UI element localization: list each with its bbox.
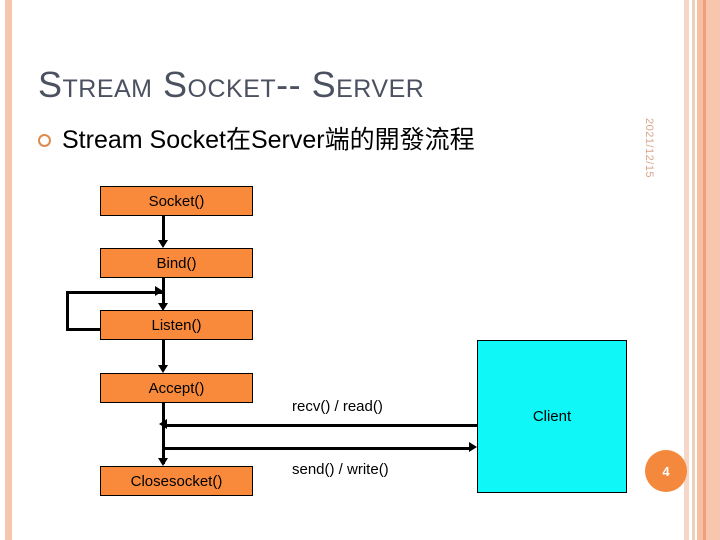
edge-listen-accept-arrowhead-icon <box>158 365 168 373</box>
edge-socket-bind-line <box>162 216 165 244</box>
right-accent-stripe-5 <box>706 0 720 540</box>
circle-outline-bullet-icon <box>38 134 51 147</box>
right-accent-stripe-3 <box>697 0 703 540</box>
right-accent-stripe-1 <box>684 0 689 540</box>
edge-bind-listen-arrowhead-icon <box>158 303 168 311</box>
right-accent-stripe-2 <box>692 0 695 540</box>
edge-accept-closesocket-line <box>162 403 165 464</box>
page-number-badge: 4 <box>645 450 687 492</box>
edge-listen-loop-left-line <box>66 291 69 331</box>
bullet-item: Stream Socket在Server端的開發流程 <box>38 128 475 153</box>
flow-node-bind[interactable]: Bind() <box>100 248 253 278</box>
slide-title: Stream Socket-- Server <box>38 64 425 105</box>
edge-listen-loop-top-line <box>66 291 163 294</box>
flow-node-closesocket[interactable]: Closesocket() <box>100 466 253 496</box>
flow-node-accept[interactable]: Accept() <box>100 373 253 403</box>
flow-node-listen[interactable]: Listen() <box>100 310 253 340</box>
flow-node-client-label: Client <box>532 408 572 425</box>
edge-recv-label: recv() / read() <box>292 398 383 415</box>
edge-listen-loop-arrowhead-icon <box>155 286 163 296</box>
flow-node-bind-label: Bind() <box>156 254 197 272</box>
edge-send-arrowhead-icon <box>469 442 477 452</box>
flow-node-closesocket-label: Closesocket() <box>130 472 223 490</box>
edge-accept-closesocket-arrowhead-icon <box>158 458 168 466</box>
left-accent-stripe <box>5 0 12 540</box>
edge-listen-accept-line <box>162 340 165 368</box>
right-accent-stripe-4 <box>703 0 706 540</box>
slide-date: 2021/12/15 <box>643 118 655 179</box>
flow-node-socket-label: Socket() <box>148 192 205 210</box>
edge-listen-loop-bottom-line <box>66 328 102 331</box>
edge-recv-line <box>166 424 479 427</box>
flow-node-listen-label: Listen() <box>151 316 202 334</box>
flow-node-client[interactable]: Client <box>477 340 627 493</box>
edge-send-line <box>163 447 470 450</box>
flow-node-socket[interactable]: Socket() <box>100 186 253 216</box>
edge-recv-arrowhead-icon <box>159 419 167 429</box>
edge-send-label: send() / write() <box>292 461 389 478</box>
edge-bind-listen-line <box>162 278 165 308</box>
flow-node-accept-label: Accept() <box>148 379 205 397</box>
edge-socket-bind-arrowhead-icon <box>158 240 168 248</box>
bullet-item-label: Stream Socket在Server端的開發流程 <box>62 126 475 154</box>
